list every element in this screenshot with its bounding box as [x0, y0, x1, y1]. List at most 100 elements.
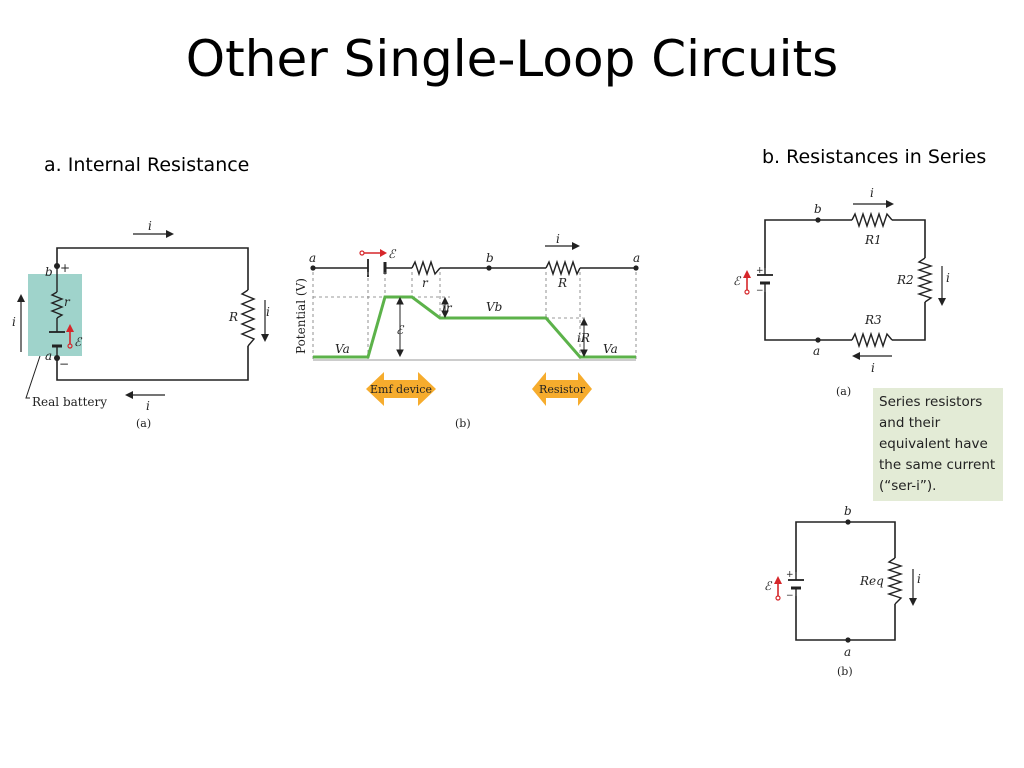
caption-a-right: (a) — [836, 385, 851, 398]
caption-a-left: (a) — [136, 417, 151, 430]
emf-label: ℰ — [764, 579, 773, 593]
node-a-dot — [54, 355, 60, 361]
series-current-note: Series resistors and their equivalent ha… — [873, 388, 1003, 501]
R3-label: R3 — [864, 313, 882, 327]
resistor-band — [532, 372, 592, 406]
resistor-label: R — [557, 276, 567, 290]
emf-device-band — [366, 372, 436, 406]
R1-label: R1 — [864, 233, 882, 247]
current-label-right: i — [946, 271, 950, 285]
current-label: i — [556, 232, 560, 246]
current-arrowhead-right — [261, 334, 269, 342]
emf-arrowhead — [66, 324, 74, 332]
internal-resistance-label: r — [64, 295, 71, 309]
current-arrowhead-bottom — [125, 391, 133, 399]
emf-arrowhead — [380, 249, 387, 257]
emf-arrow-tail — [775, 595, 781, 601]
current-label-top: i — [148, 219, 152, 233]
emf-label: ℰ — [733, 274, 742, 288]
resistor-R3 — [851, 331, 893, 349]
emf-arrow-tail — [744, 289, 750, 295]
iR-drop-label: iR — [577, 331, 590, 345]
plus-sign: + — [756, 266, 764, 276]
caption-b-right: (b) — [837, 665, 853, 678]
current-label-left: i — [12, 315, 16, 329]
Req-label: Req — [859, 574, 884, 588]
current-arrowhead-right — [938, 298, 946, 306]
circuit-wire — [56, 247, 249, 381]
node-a-right-label: a — [633, 251, 640, 265]
emf-label-top: ℰ — [388, 247, 397, 261]
ir-drop-label: ir — [442, 301, 453, 315]
potential-curve — [313, 295, 636, 359]
emf-label: ℰ — [74, 335, 83, 349]
current-arrowhead-top — [166, 230, 174, 238]
plus-sign: + — [786, 570, 794, 580]
plus-sign: + — [60, 261, 70, 275]
node-a-dot — [815, 337, 821, 343]
battery-box — [28, 274, 82, 356]
node-a-right-dot — [633, 265, 639, 271]
node-b-label: b — [844, 504, 852, 518]
resistor-label: R — [228, 310, 238, 324]
internal-resistor-label: r — [422, 276, 429, 290]
minus-sign: − — [786, 591, 794, 601]
node-a-dot — [845, 637, 851, 643]
dimension-arrows — [396, 296, 588, 358]
guide-lines — [312, 272, 637, 360]
resistor-band-label: Resistor — [539, 383, 586, 396]
resistor-R-top — [545, 259, 581, 277]
node-a-left-label: a — [309, 251, 316, 265]
resistor-R2 — [916, 257, 934, 303]
node-b-label: b — [814, 202, 822, 216]
node-b-dot — [486, 265, 492, 271]
va-left-label: Va — [335, 342, 350, 356]
potential-axis-label: Potential (V) — [294, 278, 308, 354]
current-arrowhead — [909, 598, 917, 606]
resistor-R1 — [851, 211, 893, 229]
node-a-label: a — [813, 344, 820, 358]
node-b-dot — [54, 263, 60, 269]
node-b-label: b — [486, 251, 494, 265]
slide-title: Other Single-Loop Circuits — [185, 30, 839, 88]
current-arrowhead — [572, 242, 580, 250]
node-a-label: a — [844, 645, 851, 659]
current-arrowhead-left — [17, 294, 25, 302]
real-battery-label: Real battery — [32, 395, 107, 409]
node-b-label: b — [45, 265, 53, 279]
current-label-top: i — [870, 186, 874, 200]
current-label-right: i — [266, 305, 270, 319]
series-wire — [764, 219, 926, 341]
subtitle-resistances-in-series: b. Resistances in Series — [762, 146, 987, 168]
resistor-R — [240, 289, 256, 347]
emf-arrowhead — [774, 576, 782, 584]
emf-rise-label: ℰ — [396, 323, 405, 337]
va-right-label: Va — [603, 342, 618, 356]
current-label-bottom: i — [871, 361, 875, 375]
current-arrowhead-top — [886, 200, 894, 208]
internal-resistor-r — [50, 291, 64, 319]
minus-sign: − — [59, 357, 69, 371]
subtitle-internal-resistance: a. Internal Resistance — [44, 154, 250, 176]
current-label-bottom: i — [146, 399, 150, 413]
node-b-dot — [815, 217, 821, 223]
emf-arrow-tail — [67, 343, 73, 349]
node-a-left-dot — [310, 265, 316, 271]
node-a-label: a — [45, 349, 52, 363]
node-b-dot — [845, 519, 851, 525]
current-label: i — [917, 572, 921, 586]
minus-sign: − — [756, 286, 764, 296]
emf-arrowhead — [743, 270, 751, 278]
real-battery-leader — [25, 355, 41, 399]
vb-label: Vb — [486, 300, 502, 314]
caption-b-left: (b) — [455, 417, 471, 430]
R2-label: R2 — [896, 273, 914, 287]
emf-device-label: Emf device — [370, 383, 432, 396]
current-arrowhead-bottom — [852, 352, 860, 360]
resistor-r-top — [411, 259, 441, 277]
resistor-Req — [886, 557, 904, 605]
